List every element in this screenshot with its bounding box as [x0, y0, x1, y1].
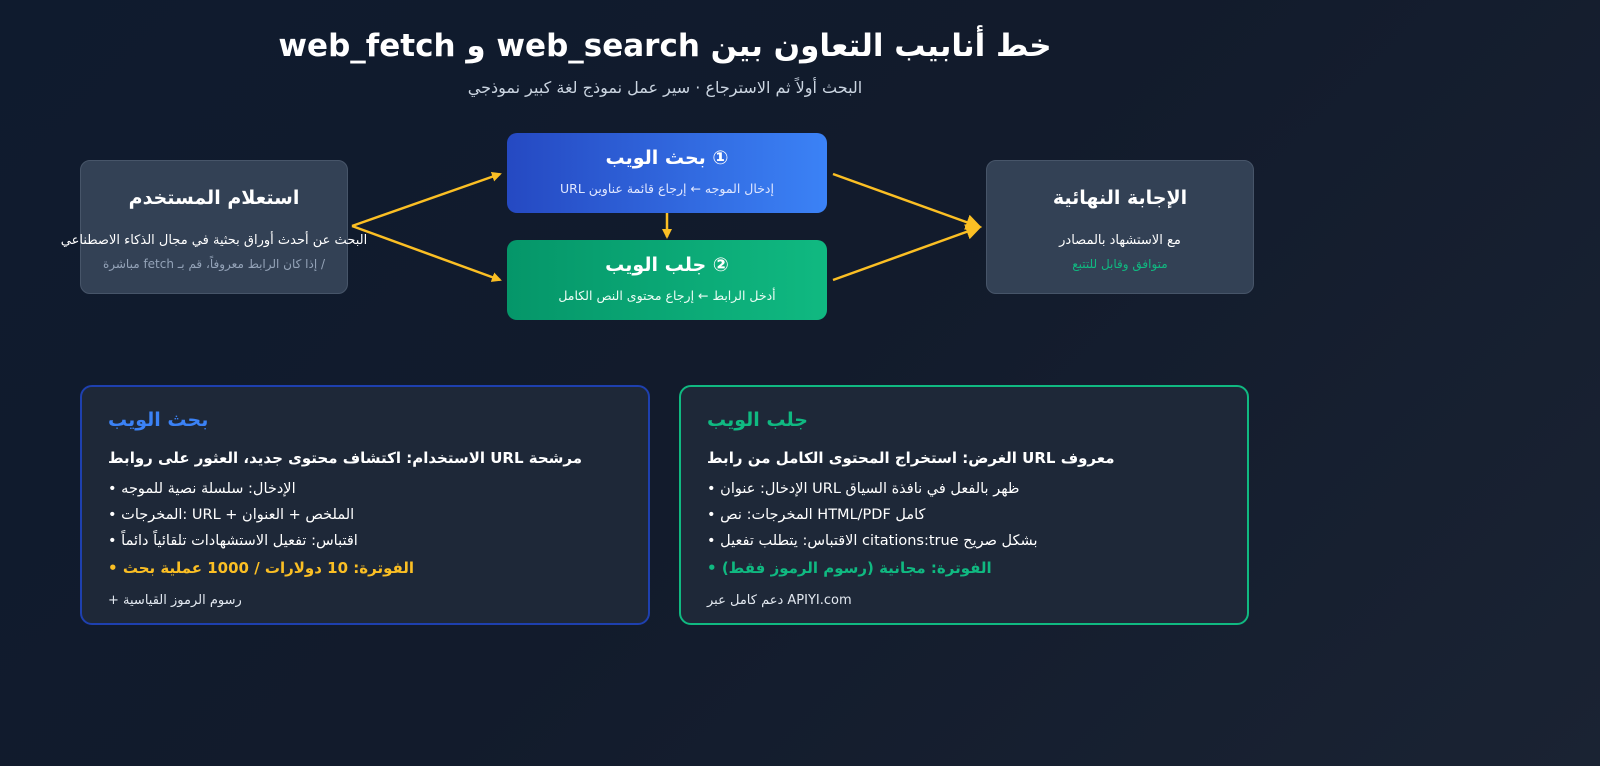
- web-search-card-billing: • الفوترة: 10 دولارات / 1000 عملية بحث: [108, 559, 415, 577]
- web-fetch-card-note: دعم كامل عبر APIYI.com: [707, 593, 852, 608]
- user-query-line2: / إذا كان الرابط معروفاً، قم بـ fetch مب…: [102, 257, 326, 271]
- web-search-card-note: + رسوم الرموز القياسية: [108, 593, 242, 608]
- web-search-node: ① بحث الويب إدخال الموجه ← إرجاع قائمة ع…: [507, 133, 827, 213]
- arrow-fetch-to-final: [832, 224, 982, 282]
- web-search-card-title: بحث الويب: [108, 409, 209, 431]
- web-search-card-purpose: الاستخدام: اكتشاف محتوى جديد، العثور على…: [108, 449, 583, 467]
- web-fetch-card-purpose: الغرض: استخراج المحتوى الكامل من رابط UR…: [707, 449, 1115, 467]
- web-search-card-output: • المخرجات: URL + الملخص + العنوان: [108, 507, 355, 523]
- web-fetch-card-input: • الإدخال: عنوان URL ظهر بالفعل في نافذة…: [707, 481, 1020, 497]
- web-fetch-node-desc: أدخل الرابط ← إرجاع محتوى النص الكامل: [558, 288, 776, 303]
- web-search-card-citation: • اقتباس: تفعيل الاستشهادات تلقائياً دائ…: [108, 533, 358, 549]
- page-title: خط أنابيب التعاون بين web_search و web_f…: [278, 28, 1052, 64]
- arrow-user-to-search: [351, 171, 502, 228]
- web-fetch-card-title: جلب الويب: [707, 409, 808, 431]
- user-query-title: استعلام المستخدم: [128, 187, 300, 209]
- arrow-user-to-fetch: [351, 224, 502, 282]
- web-fetch-node-title: ② جلب الويب: [605, 254, 729, 276]
- page-subtitle: البحث أولاً ثم الاسترجاع · سير عمل نموذج…: [467, 78, 863, 97]
- web-fetch-card-output: • المخرجات: نص HTML/PDF كامل: [707, 507, 926, 523]
- web-fetch-node: ② جلب الويب أدخل الرابط ← إرجاع محتوى ال…: [507, 240, 827, 320]
- user-query-line1: البحث عن أحدث أوراق بحثية في مجال الذكاء…: [60, 233, 368, 248]
- web-fetch-card: جلب الويب الغرض: استخراج المحتوى الكامل …: [679, 385, 1249, 625]
- web-fetch-card-billing: • الفوترة: مجانية (رسوم الرموز فقط): [707, 559, 992, 577]
- web-fetch-card-citation: • الاقتباس: يتطلب تفعيل citations:true ب…: [707, 533, 1038, 549]
- final-answer-title: الإجابة النهائية: [1052, 187, 1188, 209]
- final-answer-line2: متوافق وقابل للتتبع: [1072, 257, 1168, 271]
- arrow-search-to-final: [832, 172, 982, 230]
- web-search-card-input: • الإدخال: سلسلة نصية للموجه: [108, 481, 296, 497]
- final-answer-node: الإجابة النهائية مع الاستشهاد بالمصادر م…: [986, 160, 1254, 294]
- user-query-node: استعلام المستخدم البحث عن أحدث أوراق بحث…: [61, 160, 367, 294]
- web-search-node-title: ① بحث الويب: [605, 147, 729, 169]
- web-search-node-desc: إدخال الموجه ← إرجاع قائمة عناوين URL: [560, 181, 774, 196]
- final-answer-line1: مع الاستشهاد بالمصادر: [1059, 233, 1181, 248]
- web-search-card: بحث الويب الاستخدام: اكتشاف محتوى جديد، …: [80, 385, 650, 625]
